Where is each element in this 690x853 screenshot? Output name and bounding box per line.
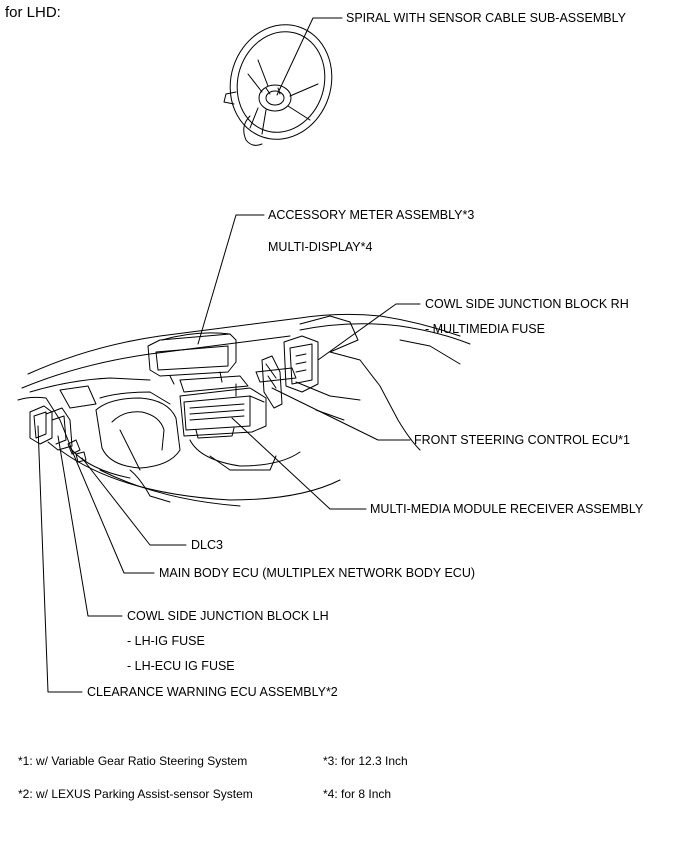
instrument-panel-illustration [17, 313, 471, 507]
label-cowl-side-jb-lh: COWL SIDE JUNCTION BLOCK LH [127, 609, 329, 623]
leader-lines [37, 17, 421, 693]
label-multimedia-receiver: MULTI-MEDIA MODULE RECEIVER ASSEMBLY [370, 502, 644, 516]
leader-dlc3 [81, 457, 187, 546]
label-spiral-cable: SPIRAL WITH SENSOR CABLE SUB-ASSEMBLY [346, 11, 626, 25]
label-lh-ig-fuse: - LH-IG FUSE [127, 634, 205, 648]
leader-receiver [231, 417, 367, 510]
footnote-4: *4: for 8 Inch [323, 787, 392, 801]
label-dlc3: DLC3 [191, 538, 223, 552]
label-multimedia-fuse: - MULTIMEDIA FUSE [425, 322, 545, 336]
leader-meter [197, 214, 265, 345]
label-lh-ecu-ig-fuse: - LH-ECU IG FUSE [127, 659, 235, 673]
leader-cowl-lh [57, 435, 123, 617]
label-front-steering-ecu: FRONT STEERING CONTROL ECU*1 [414, 433, 630, 447]
label-accessory-meter: ACCESSORY METER ASSEMBLY*3 [268, 208, 475, 222]
label-multi-display: MULTI-DISPLAY*4 [268, 240, 373, 254]
footnote-3: *3: for 12.3 Inch [323, 754, 408, 768]
leader-front-steering [271, 387, 411, 441]
diagram-heading: for LHD: [5, 4, 61, 21]
footnote-2: *2: w/ LEXUS Parking Assist-sensor Syste… [18, 787, 253, 801]
label-cowl-side-jb-rh: COWL SIDE JUNCTION BLOCK RH [425, 297, 629, 311]
leader-clearance [37, 425, 83, 693]
label-main-body-ecu: MAIN BODY ECU (MULTIPLEX NETWORK BODY EC… [159, 566, 476, 580]
label-clearance-warning-ecu: CLEARANCE WARNING ECU ASSEMBLY*2 [87, 685, 338, 699]
footnote-1: *1: w/ Variable Gear Ratio Steering Syst… [18, 754, 248, 768]
steering-wheel-illustration [223, 24, 333, 146]
leader-body-ecu [69, 445, 155, 574]
leader-cowl-rh [317, 303, 421, 361]
leader-spiral [276, 17, 343, 96]
